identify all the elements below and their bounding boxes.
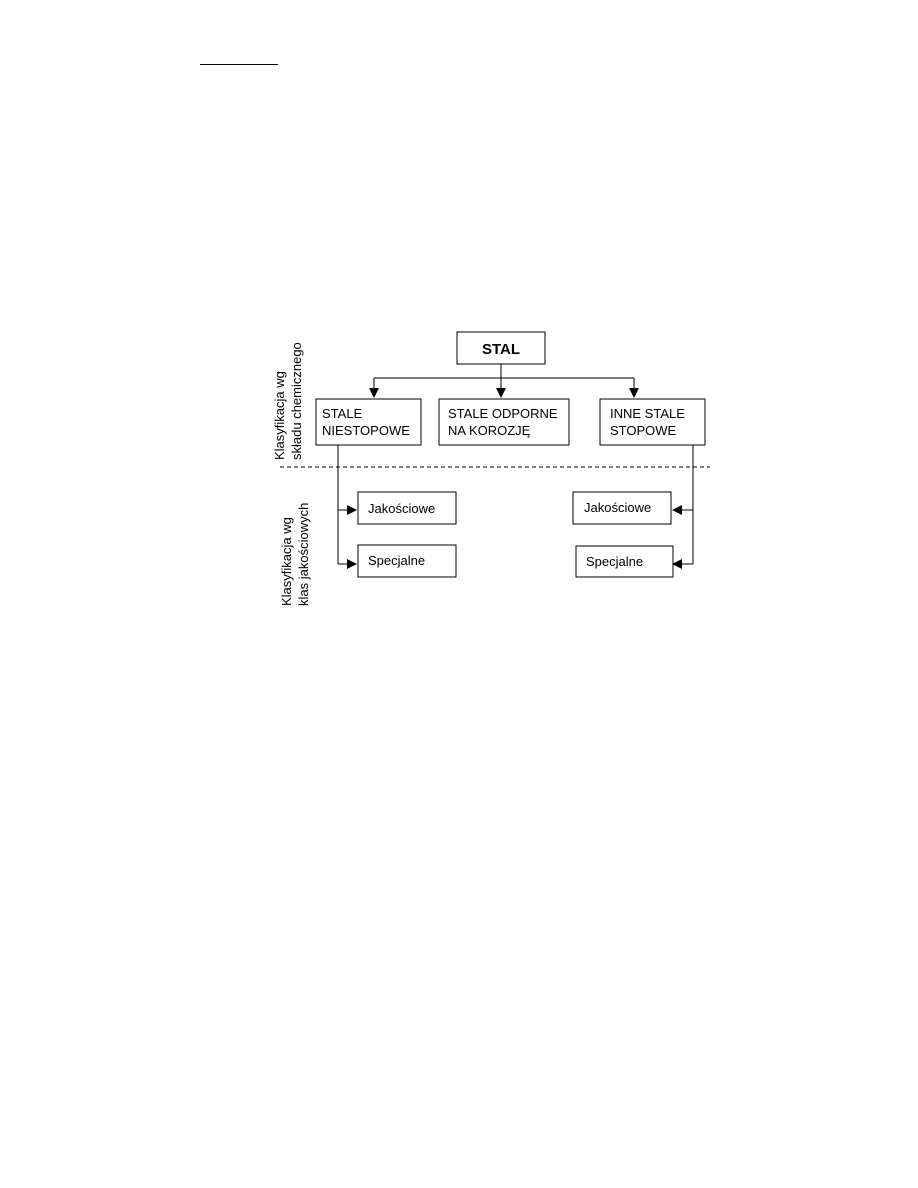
arrow-down-left xyxy=(369,388,379,398)
category-other-alloy-line2: STOPOWE xyxy=(610,423,677,438)
arrow-down-right xyxy=(629,388,639,398)
header-rule xyxy=(200,64,278,65)
non-alloy-quality-label: Jakościowe xyxy=(368,501,435,516)
category-non-alloy-line2: NIESTOPOWE xyxy=(322,423,410,438)
category-non-alloy-line1: STALE xyxy=(322,406,363,421)
arrow-left-quality xyxy=(672,505,682,515)
category-box-stainless xyxy=(438,398,570,446)
arrow-right-quality xyxy=(347,505,357,515)
category-stainless-line2: NA KOROZJĘ xyxy=(448,423,531,438)
arrow-right-special xyxy=(347,559,357,569)
arrow-down-center xyxy=(496,388,506,398)
other-alloy-quality-label: Jakościowe xyxy=(584,500,651,515)
root-label: STAL xyxy=(482,341,520,358)
side-label-chemical-line1: Klasyfikacja wg xyxy=(272,371,287,460)
other-alloy-special-label: Specjalne xyxy=(586,554,643,569)
category-box-other-alloy xyxy=(599,398,706,446)
non-alloy-quality-box xyxy=(357,491,457,525)
non-alloy-special-box xyxy=(357,544,457,578)
arrow-left-special xyxy=(672,559,682,569)
side-label-quality-line1: Klasyfikacja wg xyxy=(279,517,294,606)
side-label-quality-line2: klas jakościowych xyxy=(296,503,311,606)
other-alloy-special-box xyxy=(575,545,674,578)
category-box-non-alloy xyxy=(315,398,422,446)
non-alloy-special-label: Specjalne xyxy=(368,553,425,568)
category-stainless-line1: STALE ODPORNE xyxy=(448,406,558,421)
other-alloy-quality-box xyxy=(572,491,672,525)
side-label-chemical-line2: składu chemicznego xyxy=(289,342,304,460)
category-other-alloy-line1: INNE STALE xyxy=(610,406,685,421)
